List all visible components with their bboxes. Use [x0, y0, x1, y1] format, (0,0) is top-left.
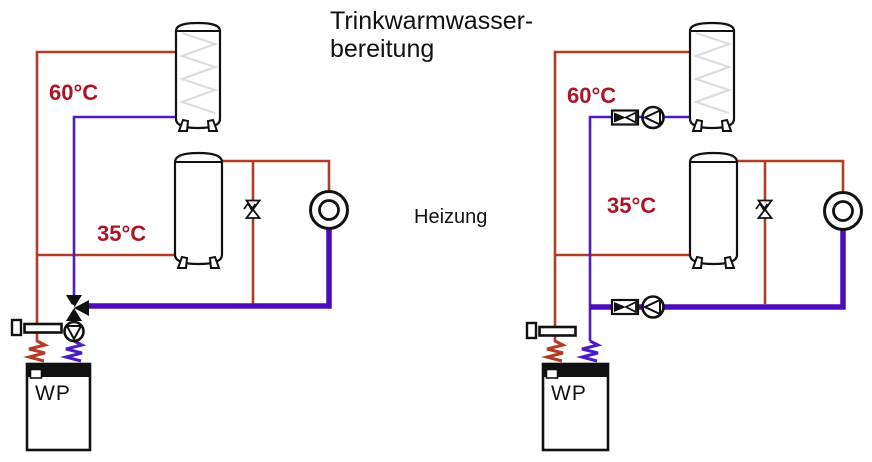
flex-connector-icon [576, 339, 603, 363]
right-buffer-flow-pipe [736, 159, 845, 194]
flex-connector-icon [541, 339, 568, 363]
buffer-tank-icon [173, 151, 224, 269]
title-line1: Trinkwarmwasser- [330, 7, 534, 35]
heat-pump-unit [25, 362, 92, 452]
right-system [525, 21, 863, 452]
left-buffer-flow-pipe [222, 159, 331, 192]
left-dhw-flow-pipe [35, 50, 176, 342]
heating-circuit-icon [823, 191, 863, 231]
pump-icon [63, 320, 85, 343]
heizung-label: Heizung [414, 206, 488, 228]
three-way-valve-icon [66, 295, 89, 321]
right-heating-return-pipe [590, 229, 846, 310]
right-dhw-temp-label: 60°C [567, 83, 617, 108]
buffer-tank-icon [688, 151, 739, 269]
sensor-icon [10, 318, 63, 337]
sensor-icon [525, 321, 577, 340]
left-dhw-temp-label: 60°C [49, 80, 99, 105]
flex-connector-icon [23, 339, 50, 363]
title-line2: bereitung [330, 35, 435, 63]
heat-pump-unit [541, 362, 610, 452]
flex-connector-icon [60, 339, 87, 363]
heating-circuit-icon [309, 190, 349, 230]
check-valve-icon [610, 298, 640, 316]
left-heating-return-pipe [88, 229, 332, 309]
diagram-title: Trinkwarmwasser-bereitung [330, 7, 533, 63]
left-heat-pump-label: WP [35, 382, 71, 405]
dhw-tank-icon [688, 21, 736, 132]
right-heat-pump-label: WP [551, 382, 587, 405]
overflow-valve-icon [243, 199, 262, 219]
left-dhw-return-pipe [72, 115, 176, 341]
left-system [10, 21, 349, 452]
dhw-tank-icon [174, 21, 222, 132]
overflow-valve-icon [755, 199, 774, 219]
right-heating-temp-label: 35°C [607, 193, 657, 218]
pump-icon [641, 105, 665, 130]
check-valve-icon [610, 109, 640, 126]
pump-icon [641, 295, 665, 319]
left-heating-temp-label: 35°C [97, 221, 147, 246]
right-dhw-flow-pipe [553, 50, 690, 342]
